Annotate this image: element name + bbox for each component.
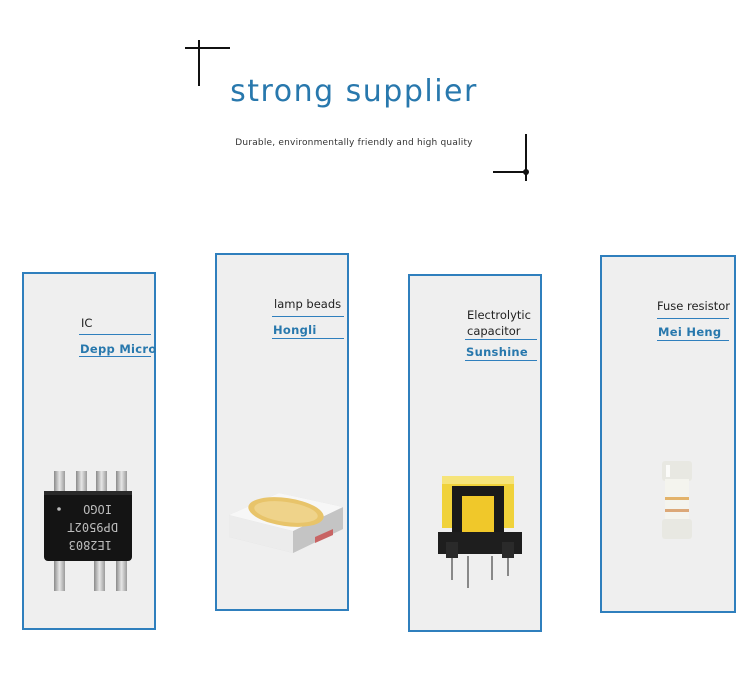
- corner-crosshair-top-left-vertical: [198, 40, 200, 86]
- ic-chip-icon: 1E2803 DP9502T IOGO: [44, 471, 132, 591]
- corner-crosshair-top-left-horizontal: [185, 47, 230, 49]
- product-category-line-1: Electrolytic: [467, 308, 531, 322]
- brand-underline: [272, 338, 344, 339]
- category-underline: [79, 334, 151, 335]
- product-category: IC: [81, 316, 93, 330]
- page-subtitle: Durable, environmentally friendly and hi…: [235, 138, 473, 148]
- product-card-electrolytic-capacitor[interactable]: Electrolytic capacitor Sunshine: [408, 274, 542, 632]
- corner-crosshair-bottom-right-horizontal: [493, 171, 526, 173]
- product-category: lamp beads: [274, 297, 342, 311]
- product-card-lamp-beads[interactable]: lamp beads Hongli: [215, 253, 349, 611]
- product-brand: Mei Heng: [658, 325, 722, 339]
- product-brand: Hongli: [273, 323, 317, 337]
- category-underline: [465, 339, 537, 340]
- category-underline: [657, 318, 729, 319]
- product-card-fuse-resistor[interactable]: Fuse resistor Mei Heng: [600, 255, 736, 613]
- product-brand: Depp Micro: [80, 342, 157, 356]
- product-card-ic[interactable]: IC Depp Micro 1E2803 DP9502T IOGO: [22, 272, 156, 630]
- chip-marking-line-3: IOGO: [83, 502, 112, 516]
- transformer-icon: [438, 476, 522, 588]
- chip-marking-line-1: 1E2803: [69, 538, 112, 552]
- brand-underline: [465, 360, 537, 361]
- led-lamp-bead-icon: [229, 493, 343, 553]
- category-underline: [272, 316, 344, 317]
- product-brand: Sunshine: [466, 345, 529, 359]
- brand-underline: [79, 356, 151, 357]
- brand-underline: [657, 340, 729, 341]
- corner-crosshair-bottom-right-vertical: [525, 134, 527, 181]
- fuse-resistor-icon: [662, 461, 692, 539]
- product-category: Fuse resistor: [657, 299, 730, 313]
- chip-marking-line-2: DP9502T: [67, 520, 118, 534]
- corner-crosshair-dot: [523, 169, 529, 175]
- product-category-line-2: capacitor: [467, 324, 521, 338]
- page-title: strong supplier: [230, 74, 478, 109]
